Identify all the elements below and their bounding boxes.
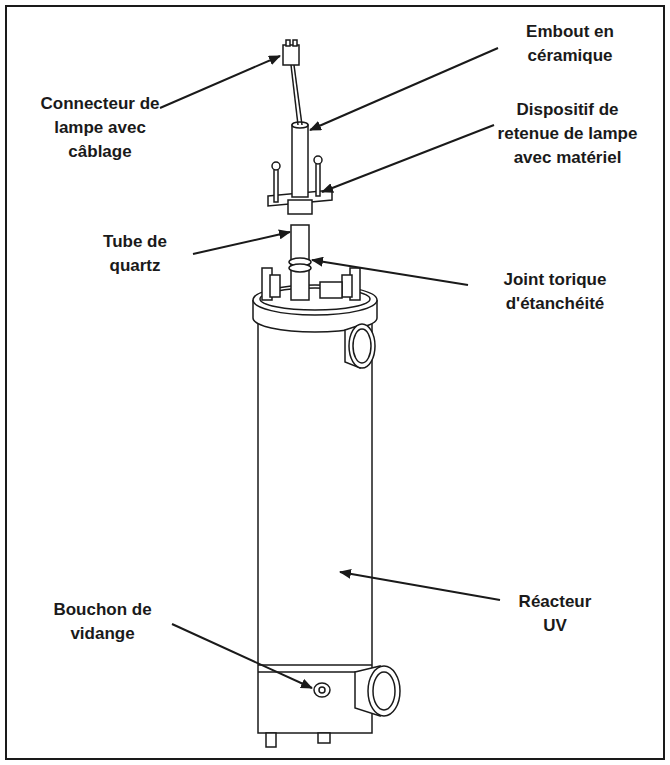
part-label: Dispositif de retenue de lampe avec maté… — [495, 98, 640, 170]
part-label: Embout en céramique — [500, 20, 640, 68]
part-label: Bouchon de vidange — [35, 598, 170, 646]
frame — [6, 6, 664, 759]
reactor-drawing — [253, 40, 400, 747]
part-label: Joint torique d'étanchéité — [470, 268, 640, 316]
part-label: Connecteur de lampe avec câblage — [35, 92, 165, 164]
leader-lines — [160, 48, 500, 688]
part-label: Tube de quartz — [80, 230, 190, 278]
part-label: Réacteur UV — [505, 590, 605, 638]
